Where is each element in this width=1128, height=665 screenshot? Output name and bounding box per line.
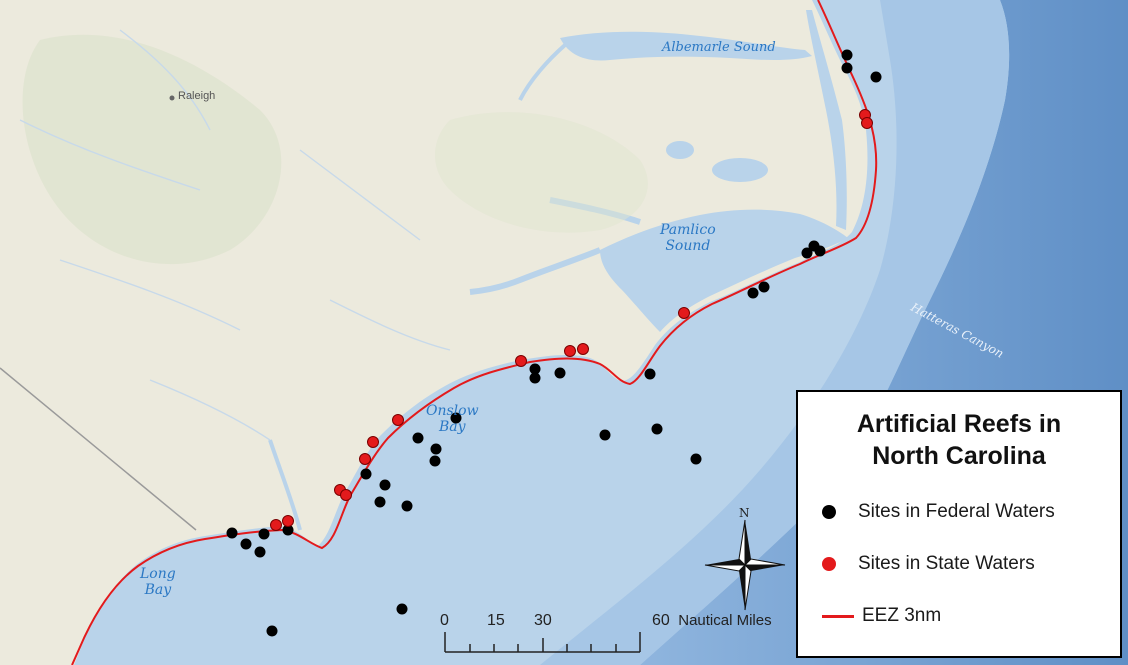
legend-title-line2: North Carolina (872, 442, 1046, 470)
state-site-12 (270, 519, 282, 531)
federal-site-23 (450, 412, 462, 424)
federal-site-11 (690, 453, 702, 465)
label-long-line2: Bay (144, 582, 172, 598)
federal-site-18 (429, 455, 441, 467)
scale-unit: Nautical Miles (678, 612, 772, 629)
shelf-edge (540, 0, 1010, 665)
federal-site-9 (644, 368, 656, 380)
raleigh-marker (169, 95, 175, 101)
legend-item-state: Sites in State Waters (822, 550, 1035, 578)
legend-state-label: Sites in State Waters (858, 553, 1035, 574)
label-albemarle-sound: Albemarle Sound (662, 40, 776, 55)
north-arrow-label: N (739, 506, 750, 520)
state-site-8 (367, 436, 379, 448)
currituck-sound (806, 10, 847, 230)
state-site-9 (359, 453, 371, 465)
label-raleigh: Raleigh (178, 90, 216, 102)
state-site-3 (678, 307, 690, 319)
scale-tick-60: 60 Nautical Miles (652, 612, 772, 630)
federal-site-28 (254, 546, 266, 558)
terrain-texture (22, 34, 282, 265)
albemarle-sound (560, 31, 812, 61)
federal-site-16 (412, 432, 424, 444)
label-long-bay: Long Bay (140, 566, 176, 598)
label-long-line1: Long (140, 566, 176, 582)
label-onslow-line2: Bay (439, 419, 466, 435)
scale-tick-0: 0 (440, 612, 449, 629)
river-neuse (469, 247, 602, 295)
label-pamlico-line1: Pamlico (660, 222, 716, 238)
legend-state-dot-icon (822, 557, 836, 571)
state-site-2 (861, 117, 873, 129)
legend-eez-line-icon (822, 614, 854, 618)
federal-site-26 (258, 528, 270, 540)
state-site-6 (577, 343, 589, 355)
federal-site-27 (282, 524, 294, 536)
label-onslow-line1: Onslow (426, 403, 479, 419)
federal-site-7 (747, 287, 759, 299)
federal-site-22 (401, 500, 413, 512)
reef-sites (226, 49, 882, 637)
federal-site-15 (554, 367, 566, 379)
state-site-4 (515, 355, 527, 367)
scale-tick-60-value: 60 (652, 612, 670, 629)
label-onslow-bay: Onslow Bay (426, 403, 479, 435)
legend-item-eez: EEZ 3nm (822, 602, 941, 630)
terrain-texture-2 (435, 112, 648, 233)
state-site-7 (392, 414, 404, 426)
federal-site-6 (814, 245, 826, 257)
federal-site-21 (374, 496, 386, 508)
federal-site-12 (599, 429, 611, 441)
federal-site-24 (226, 527, 238, 539)
north-arrow-icon (704, 519, 786, 611)
lake-phelps (666, 141, 694, 159)
river-chowan (518, 43, 567, 101)
federal-site-20 (379, 479, 391, 491)
federal-site-25 (240, 538, 252, 550)
federal-site-29 (396, 603, 408, 615)
federal-site-4 (801, 247, 813, 259)
state-site-11 (340, 489, 352, 501)
legend-federal-dot-icon (822, 505, 836, 519)
state-site-5 (564, 345, 576, 357)
state-site-13 (282, 515, 294, 527)
scale-bar (444, 632, 641, 653)
federal-site-19 (360, 468, 372, 480)
legend-federal-label: Sites in Federal Waters (858, 501, 1055, 522)
federal-site-8 (758, 281, 770, 293)
federal-site-14 (529, 372, 541, 384)
federal-site-13 (529, 363, 541, 375)
river-capefear (268, 439, 302, 531)
federal-site-1 (841, 49, 853, 61)
lake-mattamuskeet (712, 158, 768, 182)
pamlico-sound (600, 209, 848, 332)
state-border (0, 367, 197, 531)
streams (19, 29, 451, 441)
scale-tick-30: 30 (534, 612, 552, 629)
legend-title: Artificial Reefs in North Carolina (798, 408, 1120, 472)
scale-tick-15: 15 (487, 612, 505, 629)
legend-eez-label: EEZ 3nm (862, 605, 942, 626)
federal-site-30 (266, 625, 278, 637)
federal-site-3 (870, 71, 882, 83)
label-pamlico-sound: Pamlico Sound (660, 222, 716, 254)
label-pamlico-line2: Sound (665, 238, 711, 254)
federal-site-17 (430, 443, 442, 455)
legend: Artificial Reefs in North Carolina Sites… (796, 390, 1122, 658)
federal-site-10 (651, 423, 663, 435)
federal-site-2 (841, 62, 853, 74)
legend-title-line1: Artificial Reefs in (856, 410, 1062, 438)
legend-item-federal: Sites in Federal Waters (822, 498, 1055, 526)
